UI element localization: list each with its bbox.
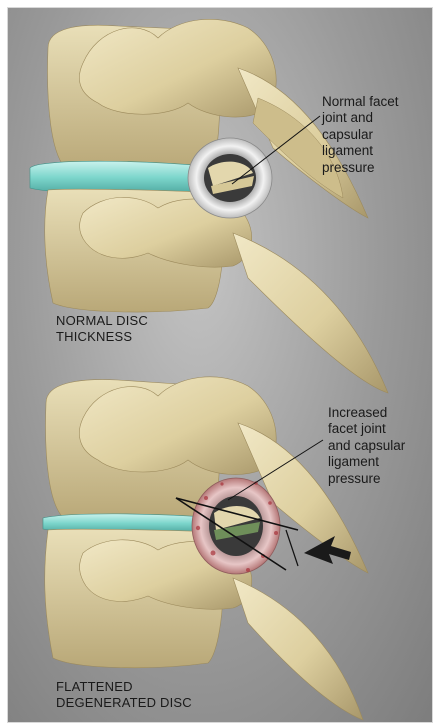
degenerated-vertebrae: [43, 377, 368, 720]
normal-disc-caption: NORMAL DISC THICKNESS: [56, 313, 148, 345]
lower-spinous-process-normal: [233, 233, 388, 393]
degenerated-disc-caption: FLATTENED DEGENERATED DISC: [56, 679, 192, 711]
pressure-gap-bracket: [286, 530, 298, 566]
upper-lamina-normal: [79, 19, 276, 117]
increased-pressure-callout: Increased facet joint and capsular ligam…: [328, 405, 405, 487]
lower-spinous-process-degenerated: [233, 578, 363, 720]
illustration-panel: Normal facet joint and capsular ligament…: [7, 7, 433, 723]
upper-lamina-degenerated: [79, 377, 276, 475]
normal-pressure-callout: Normal facet joint and capsular ligament…: [322, 94, 399, 176]
